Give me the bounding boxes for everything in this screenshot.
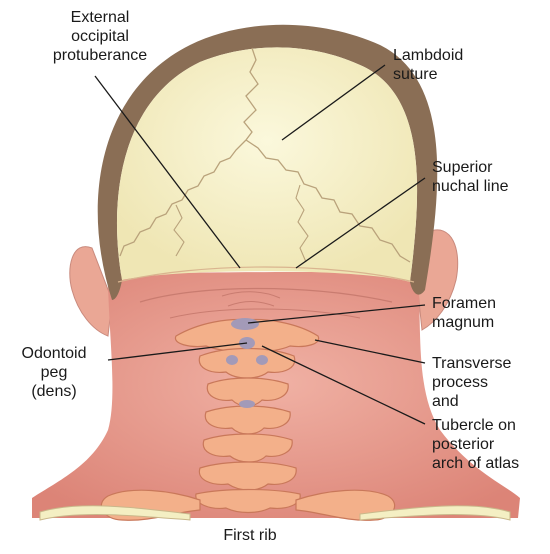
canal-c2-left xyxy=(226,355,238,365)
label-first-rib: First rib xyxy=(190,526,310,545)
spinous-process-c4 xyxy=(239,400,255,408)
foramen-magnum-opening xyxy=(231,318,259,330)
label-foramen-magnum: Foramen magnum xyxy=(432,294,496,332)
label-external-occipital-protuberance: External occipital protuberance xyxy=(0,8,200,65)
label-transverse-process: Transverse process and xyxy=(432,354,511,411)
label-odontoid-peg: Odontoid peg (dens) xyxy=(0,344,108,401)
label-lambdoid-suture: Lambdoid suture xyxy=(393,46,463,84)
canal-c2-right xyxy=(256,355,268,365)
label-superior-nuchal-line: Superior nuchal line xyxy=(432,158,509,196)
label-tubercle-atlas: Tubercle on posterior arch of atlas xyxy=(432,416,519,473)
